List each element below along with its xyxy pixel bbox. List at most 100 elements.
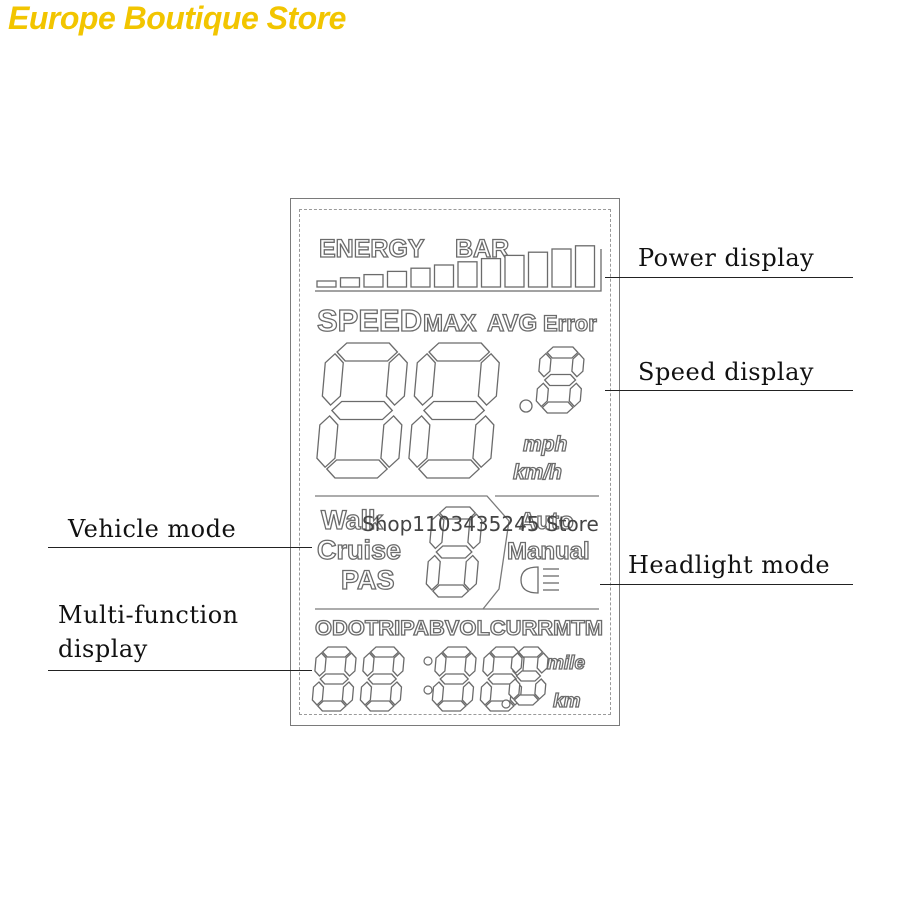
segment-g <box>330 400 394 421</box>
segment-f <box>434 652 447 677</box>
mode-separator-left <box>315 495 510 610</box>
mode-walk: Walk <box>321 505 384 535</box>
headlight-icon <box>520 566 559 594</box>
lcd-segments: ENERGY BAR SPEED MAX AVG Error mph km/h … <box>311 234 604 713</box>
energy-bar-segment <box>433 264 455 288</box>
lcd-display: ENERGY BAR SPEED MAX AVG Error mph km/h … <box>290 198 620 726</box>
segment-g <box>487 673 518 685</box>
segment-a <box>441 646 472 658</box>
segment-d <box>541 401 575 414</box>
energy-bar-segment <box>551 248 572 288</box>
segment-e <box>479 681 493 706</box>
segment-a <box>336 342 399 362</box>
segment-c <box>461 681 475 706</box>
unit-km: km <box>553 691 581 712</box>
power-display-label: Power display <box>638 244 815 272</box>
segment-e <box>425 554 441 591</box>
mf-digit-2 <box>359 646 405 712</box>
pas-digit <box>425 506 483 598</box>
colon-dot-top <box>423 656 433 666</box>
pas-level-digit <box>425 506 483 598</box>
energy-bar-segment <box>527 251 549 288</box>
segment-d <box>513 694 540 706</box>
energy-bar-segments <box>315 245 602 292</box>
mf-digit-1 <box>311 646 357 712</box>
power-callout-line <box>605 277 853 278</box>
segment-b <box>571 352 585 378</box>
segment-d <box>431 584 470 598</box>
segment-d <box>325 459 389 479</box>
segment-b <box>385 352 408 407</box>
segment-f <box>362 652 375 677</box>
segment-a <box>438 506 477 520</box>
segment-a <box>321 646 352 658</box>
mode-separator-right <box>483 495 599 610</box>
segment-e <box>408 414 431 469</box>
segment-g <box>422 400 486 421</box>
energy-bar-segment <box>504 254 525 288</box>
unit-kmh: km/h <box>513 461 562 484</box>
energy-bar-segment <box>480 257 502 288</box>
mf-decimal-point <box>501 699 511 709</box>
energy-bar-segment <box>386 270 408 288</box>
segment-a <box>546 346 579 359</box>
mode-auto: Auto <box>519 508 574 535</box>
energy-bar-segment <box>363 273 384 288</box>
segment-b <box>392 652 405 677</box>
segment-d <box>436 700 467 712</box>
speed-callout-line <box>605 390 853 391</box>
segment-g <box>367 673 398 685</box>
mf-digit-3 <box>431 646 477 712</box>
mode-cruise: Cruise <box>317 535 401 565</box>
error-label: Error <box>543 311 597 336</box>
segment-c <box>380 414 403 469</box>
segment-f <box>413 352 436 407</box>
speed-label: SPEED <box>317 303 422 338</box>
colon-dot-bottom <box>423 685 433 695</box>
mf-labels: ODOTRIPABVOLCURRMTM <box>315 617 603 640</box>
segment-c <box>472 414 495 469</box>
headlight-mode-label: Headlight mode <box>628 551 831 579</box>
energy-bar-baseline <box>315 249 602 292</box>
watermark: Shop1103435245 Store <box>362 512 599 536</box>
segment-d <box>364 700 395 712</box>
unit-mile: mile <box>547 653 585 674</box>
segment-e <box>311 681 325 706</box>
energy-label: ENERGY <box>319 235 425 263</box>
segment-g <box>319 673 350 685</box>
segment-f <box>482 652 495 677</box>
segment-a <box>369 646 400 658</box>
segment-e <box>431 681 445 706</box>
speed-digits <box>316 342 585 479</box>
unit-mph: mph <box>523 433 567 456</box>
energy-bar-segment <box>457 261 478 288</box>
segment-g <box>515 670 542 682</box>
segment-b <box>477 352 500 407</box>
segment-e <box>316 414 339 469</box>
segment-f <box>510 652 523 674</box>
segment-c <box>389 681 403 706</box>
vehicle-mode-label: Vehicle mode <box>68 515 237 543</box>
mf-digit-5 <box>508 646 549 706</box>
segment-d <box>316 700 347 712</box>
store-title: Europe Boutique Store <box>8 0 346 36</box>
vehicle-callout-line <box>48 547 312 548</box>
segment-c <box>341 681 355 706</box>
segment-b <box>536 652 549 674</box>
segment-e <box>359 681 373 706</box>
energy-bar-segment <box>339 277 361 288</box>
segment-f <box>314 652 327 677</box>
avg-label: AVG <box>487 310 537 337</box>
segment-f <box>538 352 552 378</box>
segment-f <box>429 513 445 550</box>
multi-function-label-1: Multi-function <box>58 601 239 629</box>
lcd-inner-border <box>299 209 611 715</box>
segment-b <box>467 513 483 550</box>
multi-callout-line <box>48 670 312 671</box>
segment-b <box>464 652 477 677</box>
speed-digit-1 <box>316 342 408 479</box>
speed-digit-2 <box>408 342 500 479</box>
speed-display-label: Speed display <box>638 358 814 386</box>
max-label: MAX <box>423 310 476 337</box>
segment-g <box>543 373 577 387</box>
